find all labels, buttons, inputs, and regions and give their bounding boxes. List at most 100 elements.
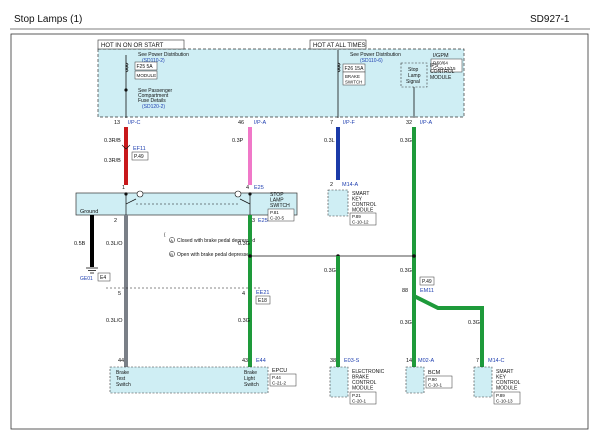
page-p49-box xyxy=(419,276,435,286)
bcm-box xyxy=(405,366,425,394)
smart-key-bottom-box xyxy=(473,366,493,398)
hot-left-label: HOT IN ON OR START xyxy=(101,43,164,49)
pin-46: 46 xyxy=(238,120,244,126)
sk-cell: C-10-13 xyxy=(496,399,513,404)
wire-black-label: 0.5B xyxy=(74,241,86,247)
wire-green-main xyxy=(412,127,416,367)
ijb-ref-cell: C-10-12/15 xyxy=(433,66,456,71)
brake-switch-box xyxy=(342,71,366,86)
pin-32: 32 xyxy=(406,120,412,126)
see-power-2-text: See Power Distribution xyxy=(350,52,401,58)
hot-right-label: HOT AT ALL TIMES xyxy=(313,43,366,49)
switch-pin-1: 1 xyxy=(122,185,125,191)
wire-sk-label: 0.3G xyxy=(468,320,480,326)
ebc-ref-box xyxy=(349,391,377,405)
bcm-ref-box xyxy=(425,375,453,389)
switch-conn-b: E25 xyxy=(258,218,268,224)
ips-label-2: CONTROL xyxy=(430,69,455,75)
bls-l3: Switch xyxy=(244,382,259,388)
sk-page: P.89 xyxy=(496,393,505,398)
conn-p49: P.49 xyxy=(422,279,432,285)
ips-label-3: MODULE xyxy=(430,75,452,81)
pin-2-smart: 2 xyxy=(330,182,333,188)
conn-m02: M02-A xyxy=(418,358,435,364)
conn-13: I/P-C xyxy=(128,120,141,126)
wire-gray-label-1: 0.3L/O xyxy=(106,241,123,247)
legend-a-mark: A xyxy=(170,238,173,243)
ips-label-1: IPS xyxy=(430,63,439,69)
bts-l3: Switch xyxy=(116,382,131,388)
switch-b-icon xyxy=(234,190,242,198)
conn-e44: E44 xyxy=(256,358,266,364)
legend-b-icon xyxy=(169,251,175,257)
wire-black xyxy=(90,215,94,267)
green-pin-43: 43 xyxy=(242,358,248,364)
bls-l2: Light xyxy=(244,376,255,382)
conn-46: I/P-A xyxy=(254,120,267,126)
wire-blue xyxy=(336,127,340,180)
green-pin-4: 4 xyxy=(242,291,245,297)
wire-ebc-label: 0.3G xyxy=(324,268,336,274)
wire-red xyxy=(124,127,128,185)
conn-m14a: M14-A xyxy=(342,182,359,188)
ebc-pin-38: 38 xyxy=(330,358,336,364)
stop-label-3: Signal xyxy=(406,79,420,85)
pin-13: 13 xyxy=(114,120,120,126)
junction-dot xyxy=(412,254,416,258)
stop-lamp-signal-box xyxy=(400,62,428,88)
sk-l4: MODULE xyxy=(496,386,518,392)
ijb-ref-page: P.50/64 xyxy=(433,61,448,66)
hot-left-tag xyxy=(97,39,185,50)
smart-key-top-box xyxy=(327,189,349,217)
brake-switch-label-2: SWITCH xyxy=(345,80,362,85)
see-pass-text-2: Compartment xyxy=(138,93,169,99)
page-ef-box xyxy=(131,151,149,161)
smart-key-top-l4: MODULE xyxy=(352,208,374,214)
ijb-ref-box xyxy=(430,58,463,73)
fuse-1-icon xyxy=(125,62,129,73)
page-ee-box xyxy=(255,295,271,305)
sk-l1: SMART xyxy=(496,369,513,375)
diagram-code: SD927-1 xyxy=(530,14,570,25)
ground-page: E4 xyxy=(100,275,106,281)
gray-pin-5: 5 xyxy=(118,291,121,297)
module-label: MODULE xyxy=(137,73,157,78)
wire-green-left-label-2: 0.3G xyxy=(238,318,250,324)
sk-l2: KEY xyxy=(496,375,507,381)
switch-l2: LAMP xyxy=(270,198,284,204)
fuse-2-label: F26 15A xyxy=(345,66,365,72)
ebc-cell: C-20-1 xyxy=(352,399,366,404)
see-pass-text-1: See Passenger xyxy=(138,88,173,94)
smart-key-top-l2: KEY xyxy=(352,197,363,203)
conn-32: I/P-A xyxy=(420,120,433,126)
switch-pin-2: 2 xyxy=(114,218,117,224)
junction-dot xyxy=(248,254,252,258)
wire-pink xyxy=(248,127,252,185)
wire-green-left xyxy=(248,215,252,367)
bcm-label: BCM xyxy=(428,370,441,376)
legend-a-icon xyxy=(169,237,175,243)
switch-l1: STOP xyxy=(270,192,284,198)
smart-key-top-l1: SMART xyxy=(352,191,369,197)
wire-blue-label: 0.3L xyxy=(324,138,335,144)
conn-7: I/P-F xyxy=(343,120,356,126)
epcu-title: EPCU xyxy=(272,368,287,374)
wire-gray xyxy=(124,215,128,367)
wire-gray-label-2: 0.3L/O xyxy=(106,318,123,324)
legend-b-mark: B xyxy=(170,252,173,257)
ebc-l2: BRAKE xyxy=(352,375,370,381)
ground-label: Ground xyxy=(80,209,98,215)
ijb-code: I/GPM xyxy=(433,53,449,59)
wire-green-left-label-1: 0.3G xyxy=(238,241,250,247)
bts-l1: Brake xyxy=(116,370,129,376)
epcu-box xyxy=(109,366,269,394)
conn-em11: EM11 xyxy=(420,288,434,294)
switch-page: P.81 xyxy=(270,210,279,215)
ground-conn: GE01 xyxy=(80,276,93,282)
conn-ee21: EE21 xyxy=(256,290,269,296)
ebc-l1: ELECTRONIC xyxy=(352,369,385,375)
wire-red-label-1: 0.3R/B xyxy=(104,138,121,144)
wire-bcm-label: 0.3G xyxy=(400,320,412,326)
bcm-pin-14: 14 xyxy=(406,358,412,364)
